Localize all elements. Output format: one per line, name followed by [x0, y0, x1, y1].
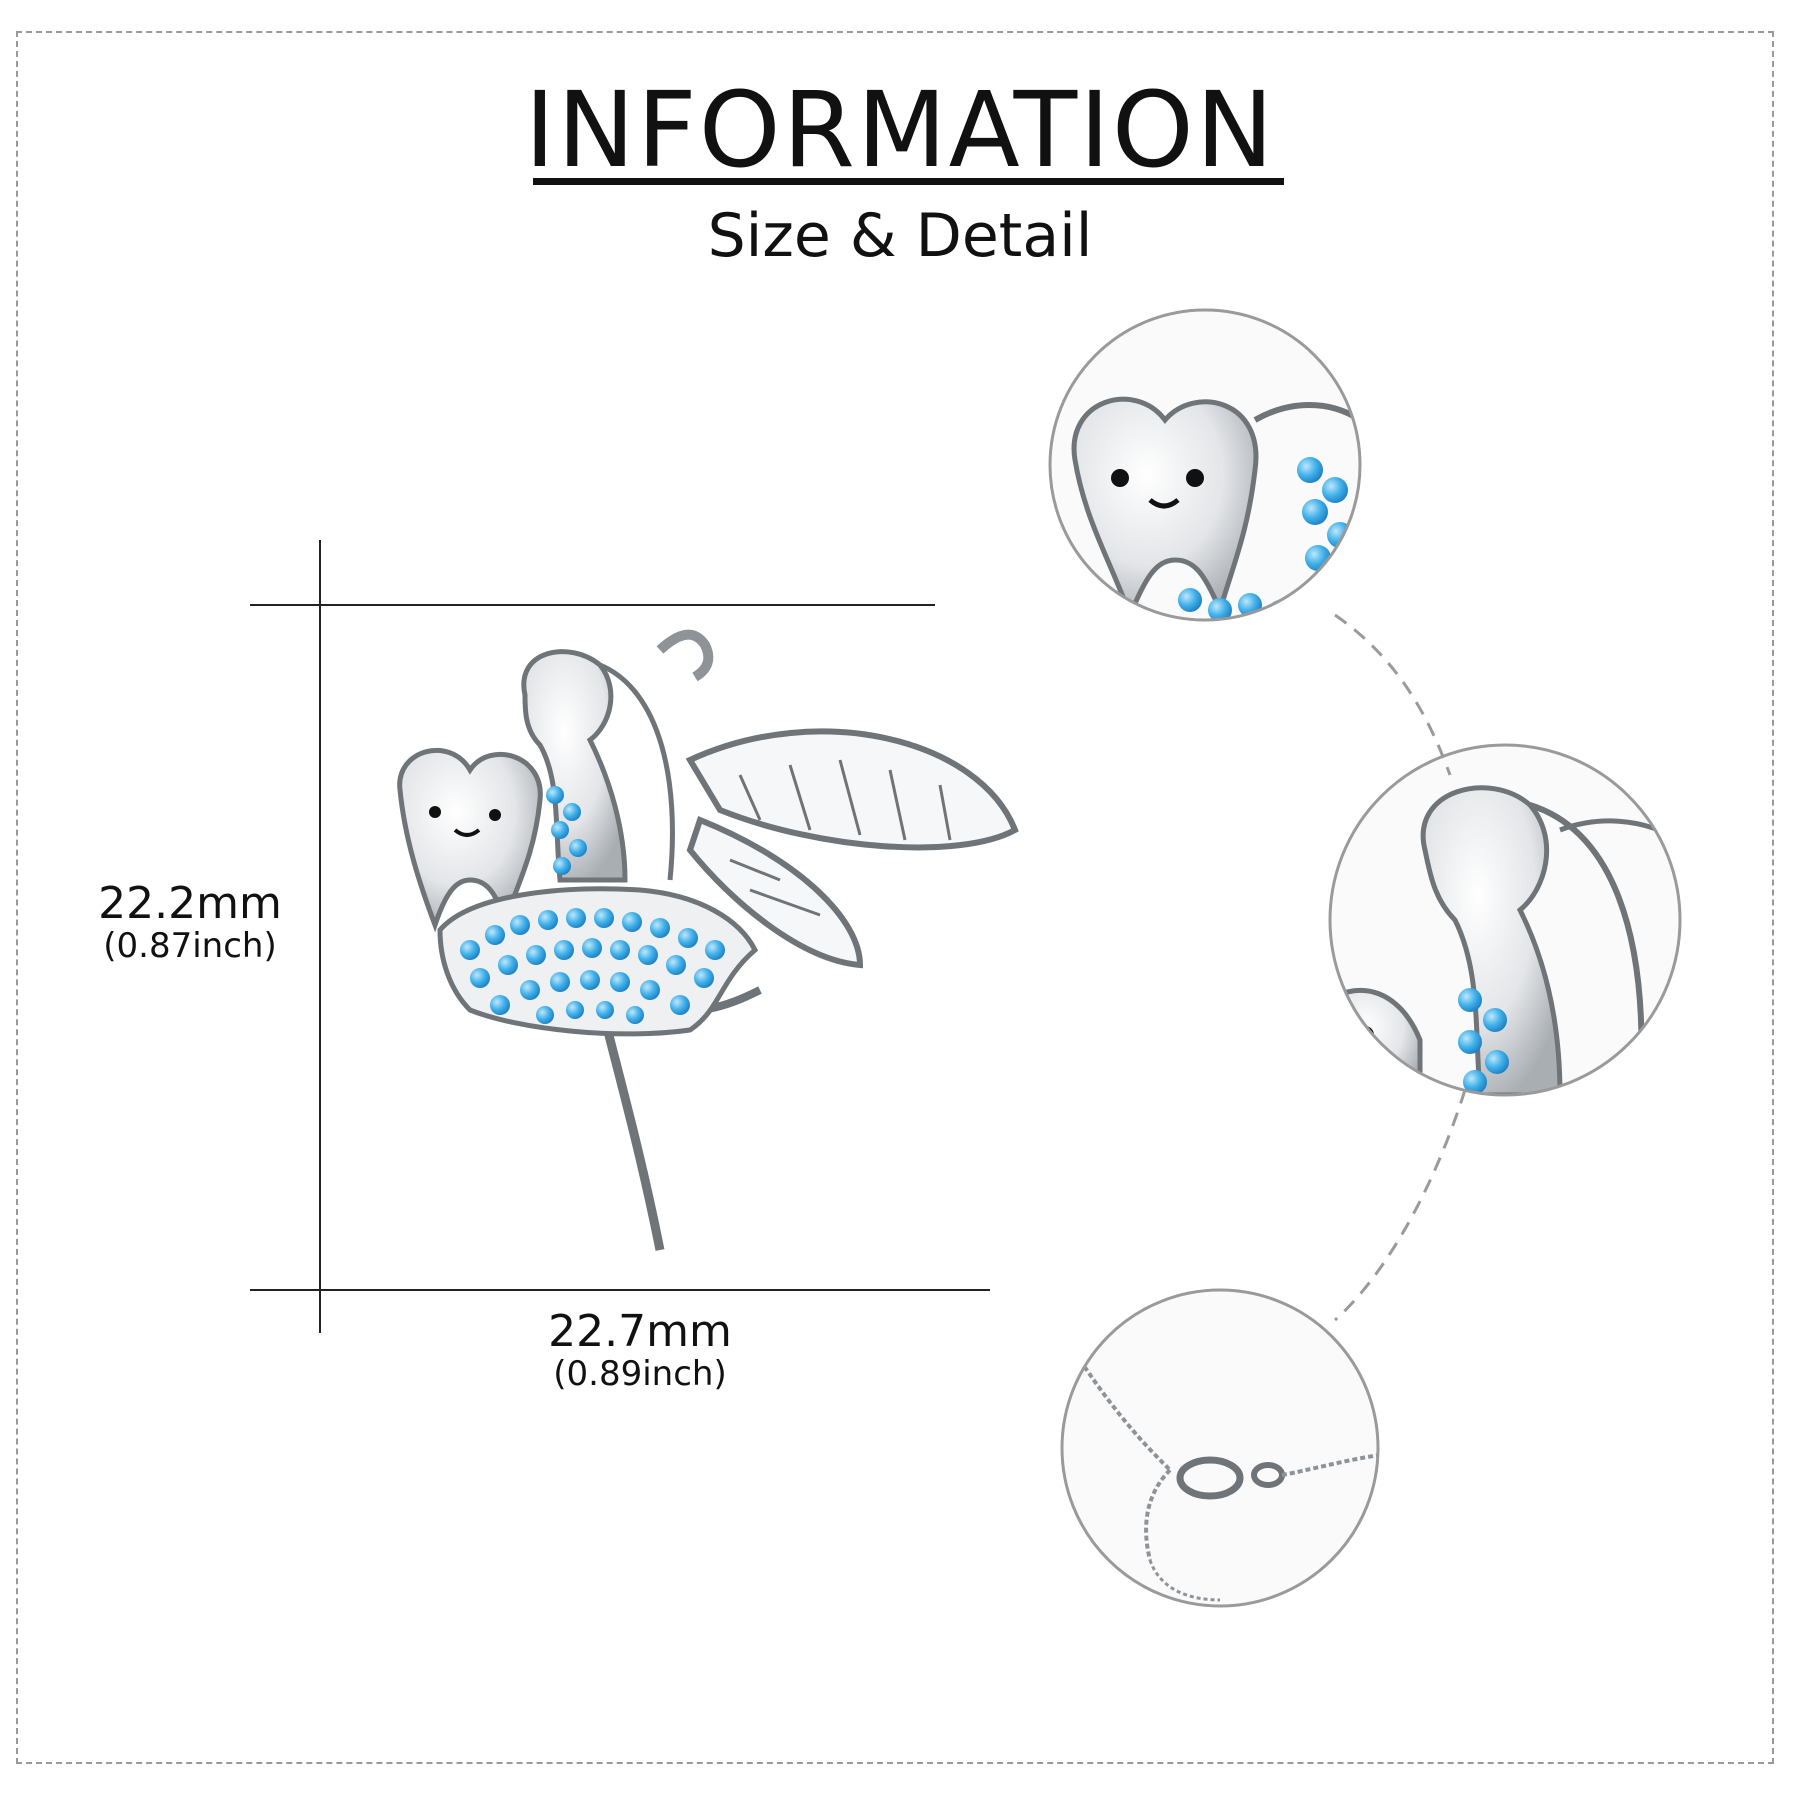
- connector-line-1: [1334, 613, 1452, 776]
- width-mm-label: 22.7mm: [548, 1306, 732, 1357]
- tooth-closeup-icon: [1048, 308, 1362, 622]
- dashed-frame: [16, 31, 1774, 1764]
- connector-line-2: [1334, 1089, 1467, 1322]
- bail-icon: [656, 629, 714, 682]
- width-dimension: 22.7mm (0.89inch): [530, 1306, 750, 1395]
- fairy-closeup-icon: [1328, 743, 1682, 1097]
- wings-icon: [685, 728, 1019, 969]
- dimension-lines: [250, 540, 990, 1333]
- tooth-icon: [397, 747, 543, 933]
- page-title: INFORMATION: [524, 69, 1276, 191]
- chain-clasp-icon: [1060, 1288, 1380, 1608]
- page-subtitle: Size & Detail: [707, 201, 1093, 271]
- gem-skirt-icon: [437, 886, 759, 1037]
- detail-circles: [1048, 308, 1682, 1608]
- height-inch-label: (0.87inch): [103, 926, 277, 967]
- height-dimension: 22.2mm (0.87inch): [80, 878, 300, 967]
- width-inch-label: (0.89inch): [553, 1354, 727, 1395]
- title-underline: [533, 178, 1284, 185]
- height-mm-label: 22.2mm: [98, 878, 282, 929]
- pendant-image: [397, 629, 1019, 1251]
